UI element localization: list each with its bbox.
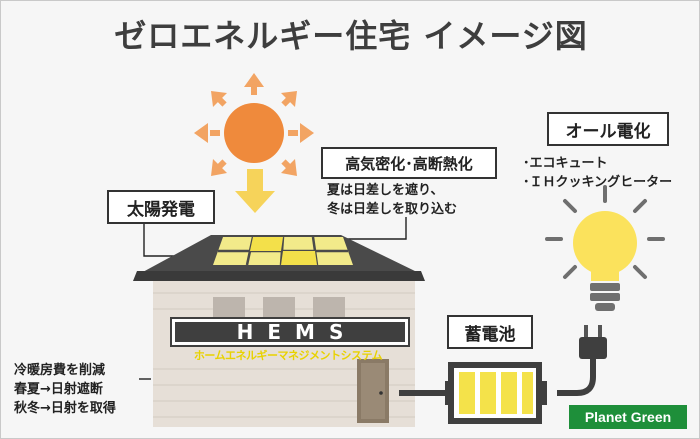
battery-icon <box>399 362 547 424</box>
house-icon <box>133 235 425 427</box>
insulation-label: 高気密化･高断熱化 <box>321 147 497 179</box>
hems-label: HEMS <box>172 319 408 345</box>
battery-label: 蓄電池 <box>447 315 533 349</box>
heating-note-line1: 冷暖房費を削減 <box>14 363 106 378</box>
brand-badge: Planet Green <box>569 405 687 429</box>
heating-note-line2: 春夏→日射遮断 <box>14 382 103 397</box>
heating-note-line3: 秋冬→日射を取得 <box>14 401 116 416</box>
light-bulb-icon <box>545 185 665 311</box>
all-electric-item-ecocute: ･エコキュート <box>523 156 608 171</box>
sun-icon <box>194 73 314 213</box>
shade-note-line2: 冬は日差しを取り込む <box>327 202 458 217</box>
all-electric-item-ih-heater: ･ＩＨクッキングヒーター <box>523 175 673 190</box>
sunlight-arrow <box>235 169 275 213</box>
solar-power-label: 太陽発電 <box>107 190 215 224</box>
page-title: ゼロエネルギー住宅 イメージ図 <box>114 17 588 55</box>
hems-subtitle: ホームエネルギーマネジメントシステム <box>193 349 383 362</box>
solar-panel-icon <box>213 236 353 266</box>
all-electric-label: オール電化 <box>547 112 669 146</box>
power-plug-icon <box>557 325 607 396</box>
shade-note-line1: 夏は日差しを遮り、 <box>327 183 444 198</box>
